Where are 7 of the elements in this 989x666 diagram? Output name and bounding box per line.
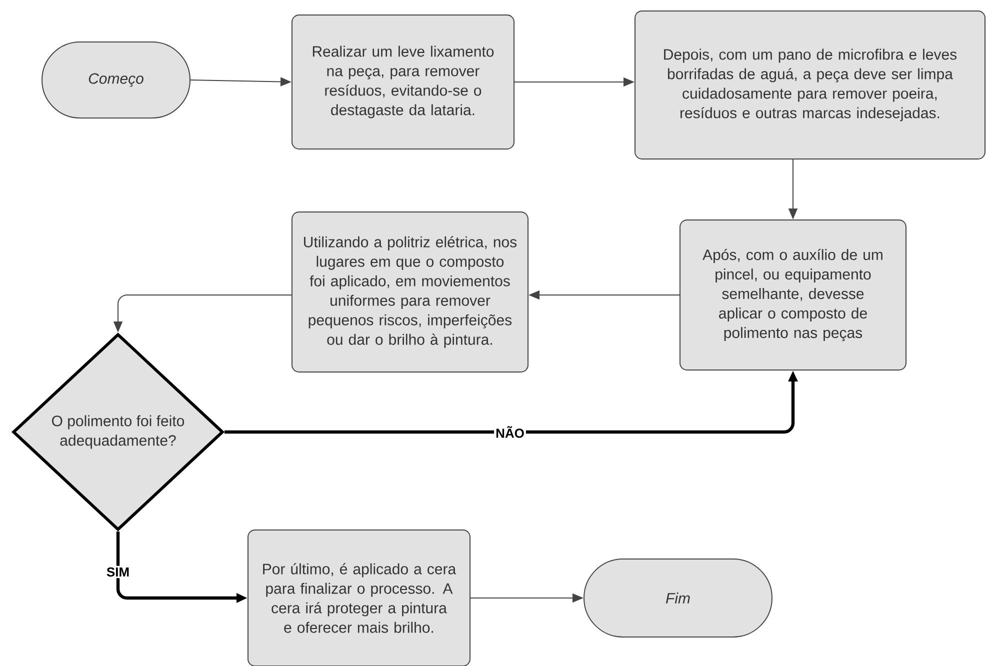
process-box: Após, com o auxílio de um pincel, ou equipamento semelhante, devesse aplicar o composto de polimento nas peças: [680, 220, 906, 370]
process-box: Por último, é aplicado a cera para finalizar o processo. A cera irá proteger a pintura e oferecer mais brilho.: [248, 530, 470, 666]
edge-label: NÃO: [494, 424, 526, 440]
process-box: Realizar um leve lixamento na peça, para remover resíduos, evitando-se o destagaste da lataria.: [292, 14, 514, 150]
edge-label: SIM: [104, 566, 132, 578]
process-box: Utilizando a politriz elétrica, nos lugares em que o composto foi aplicado, em moviementos uniformes para remover pequenos riscos, imperfeições ou dar o brilho à pintura.: [292, 212, 528, 372]
process-box: Depois, com um pano de microfibra e leves borrifadas de aguá, a peça deve ser limpa cuidadosamente para remover poeira, resíduos e outras marcas indesejadas.: [634, 10, 986, 160]
